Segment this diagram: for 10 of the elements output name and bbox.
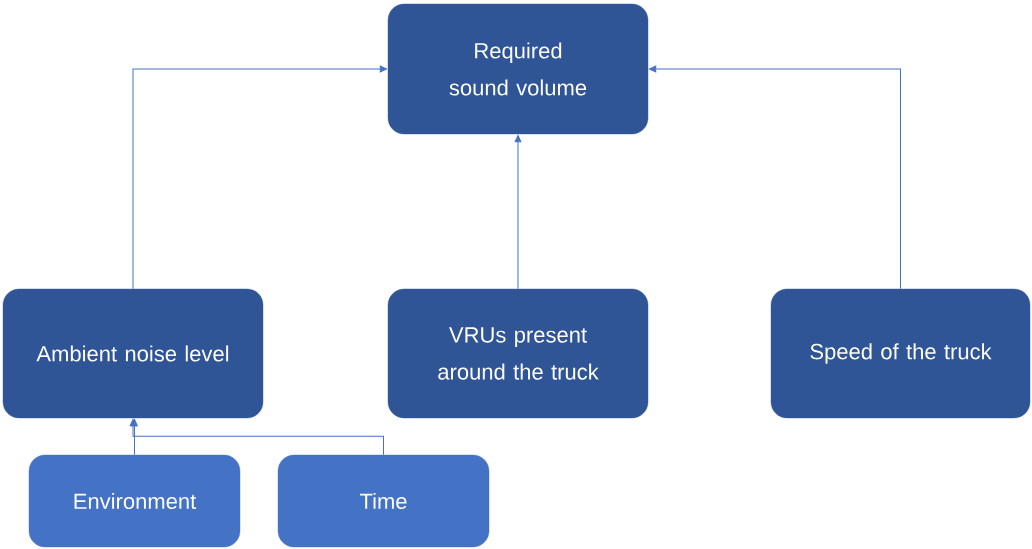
arrow [514, 134, 522, 290]
arrow [132, 65, 388, 290]
arrow [129, 418, 384, 456]
arrow [648, 65, 901, 290]
process-box: Speed of the truck [770, 288, 1031, 419]
process-box: VRUs present around the truck [387, 288, 649, 419]
process-box: Required sound volume [387, 3, 649, 135]
process-box: Ambient noise level [2, 288, 264, 419]
process-box: Time [277, 454, 490, 548]
process-box: Environment [28, 454, 241, 548]
